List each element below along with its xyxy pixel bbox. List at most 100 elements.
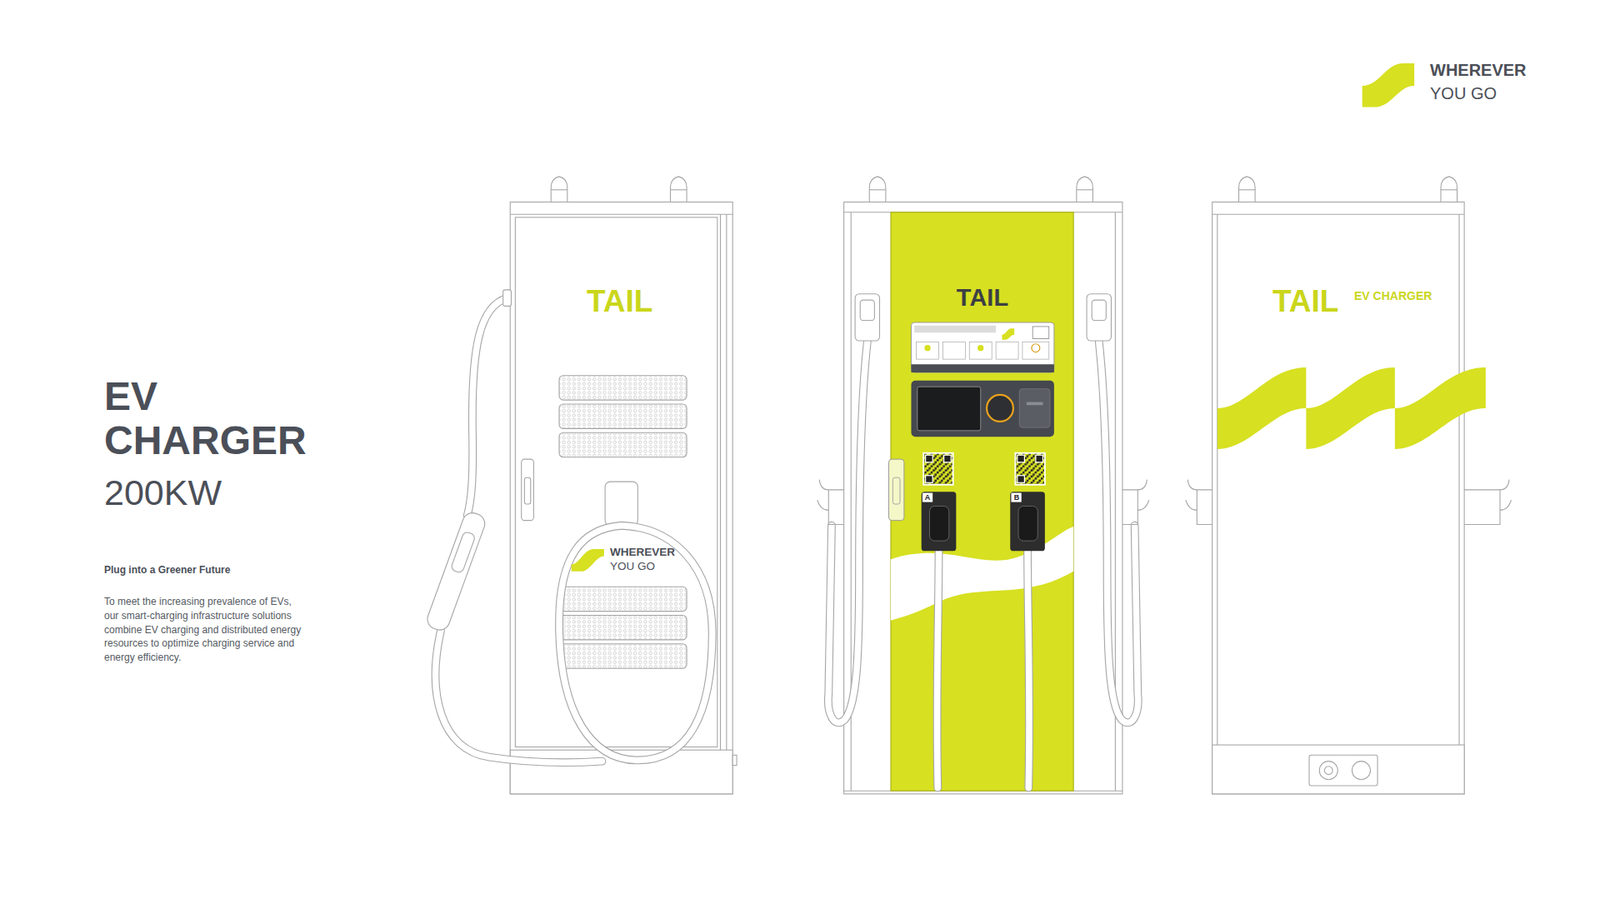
step-mark [977,345,984,351]
cable-hook [817,480,845,525]
antenna-cap [869,176,886,203]
connector-letter: B [1011,493,1022,503]
cable-hook [1185,480,1213,525]
cable-entry-plate [1309,755,1378,786]
connector-plug [930,505,950,541]
brand-wordmark: TAIL [1272,285,1339,317]
vent-grille [559,432,687,457]
side-holster-inner [1091,300,1106,320]
card-reader-mark [1026,402,1044,406]
vent-grille [559,615,687,640]
charging-gun [425,510,489,633]
wave-band [1217,367,1307,450]
brand-wordmark: TAIL [956,285,1009,310]
control-panel [910,380,1054,437]
qr-finder [1017,475,1025,484]
cable-entry [1319,761,1338,780]
antenna-cap [1239,176,1256,203]
charging-cable [1027,549,1030,789]
brand-swoosh [1001,328,1015,340]
charging-cable [1099,341,1139,723]
cabinet-edge [1216,214,1218,745]
qr-finder [925,455,934,463]
vent-grille [559,644,687,669]
charging-cable [467,298,508,516]
cap-ring [1076,189,1094,190]
cable-entry [1351,761,1370,780]
connector-holder [921,491,957,551]
plug-holster [605,481,638,526]
step-icon [1022,341,1050,360]
cable-hook [1122,480,1150,525]
cap-ring [550,189,568,190]
brand-logo: WHEREVER YOU GO [610,545,687,575]
brand-wordmark: TAIL [586,285,653,317]
connector-letter: A [922,493,933,503]
touch-screen [917,386,981,431]
side-holster [855,294,880,341]
vent-grille [559,404,687,429]
qr-code [923,453,954,485]
cap-ring [869,189,886,190]
cabinet-base [1212,745,1465,795]
cap-ring [670,189,687,190]
charging-cable [936,549,939,789]
brand-logo: WHEREVER YOU GO [1430,58,1543,105]
charging-cable [467,298,508,516]
antenna-cap [1440,176,1458,203]
door-handle-grip [892,477,900,505]
connector-holder [1010,491,1045,551]
cabinet-body [1212,201,1465,794]
cabinet-edge [1458,214,1460,745]
base-fitting [732,755,737,765]
step-mark [1031,344,1040,353]
wave-band [1395,367,1486,450]
antenna-cap [1076,176,1094,203]
charging-cable [828,341,868,723]
step-icon [995,341,1019,360]
qr-finder [925,475,934,484]
cabinet-body [844,201,1123,794]
charging-cable [435,630,603,763]
product-label: EV CHARGER [1354,289,1432,304]
page-title: EV CHARGER [104,375,338,464]
description: To meet the increasing prevalence of EVs… [104,595,309,665]
charging-cable [1099,341,1139,723]
connector-tag [1010,493,1021,503]
step-icon [942,341,965,360]
step-icon [969,341,992,360]
charging-cable [559,525,713,761]
cable-hook [1464,480,1511,525]
power-rating: 200KW [104,473,222,513]
charging-cable [828,341,868,723]
cabinet-edge [725,214,727,750]
cap-ring [1239,189,1256,190]
charging-gun-grip [450,530,476,574]
qr-code [1015,453,1045,485]
cabinet-edge [720,214,721,750]
qr-finder [944,455,952,463]
connector-tag [922,493,933,503]
qr-finder [1017,455,1025,463]
door-handle-grip [524,477,530,505]
side-holster [1086,294,1111,341]
cabinet-edge [510,214,733,215]
charging-cable [936,549,939,789]
cable-entry-inner [1324,766,1333,775]
panel-wave [890,526,1074,621]
charging-cable [1027,549,1030,789]
side-holster-inner [860,300,875,320]
door-handle [521,459,535,520]
connector-plug [1018,505,1038,541]
vent-grille [559,375,687,400]
vent-grille [559,586,687,611]
label-header [914,325,996,334]
tagline: Plug into a Greener Future [104,564,230,578]
door-handle [889,459,905,520]
cable-gland [503,290,512,307]
charging-cable [435,630,603,763]
cabinet-edge [1212,214,1465,215]
qr-finder [1035,455,1044,463]
label-icon [1032,326,1050,340]
